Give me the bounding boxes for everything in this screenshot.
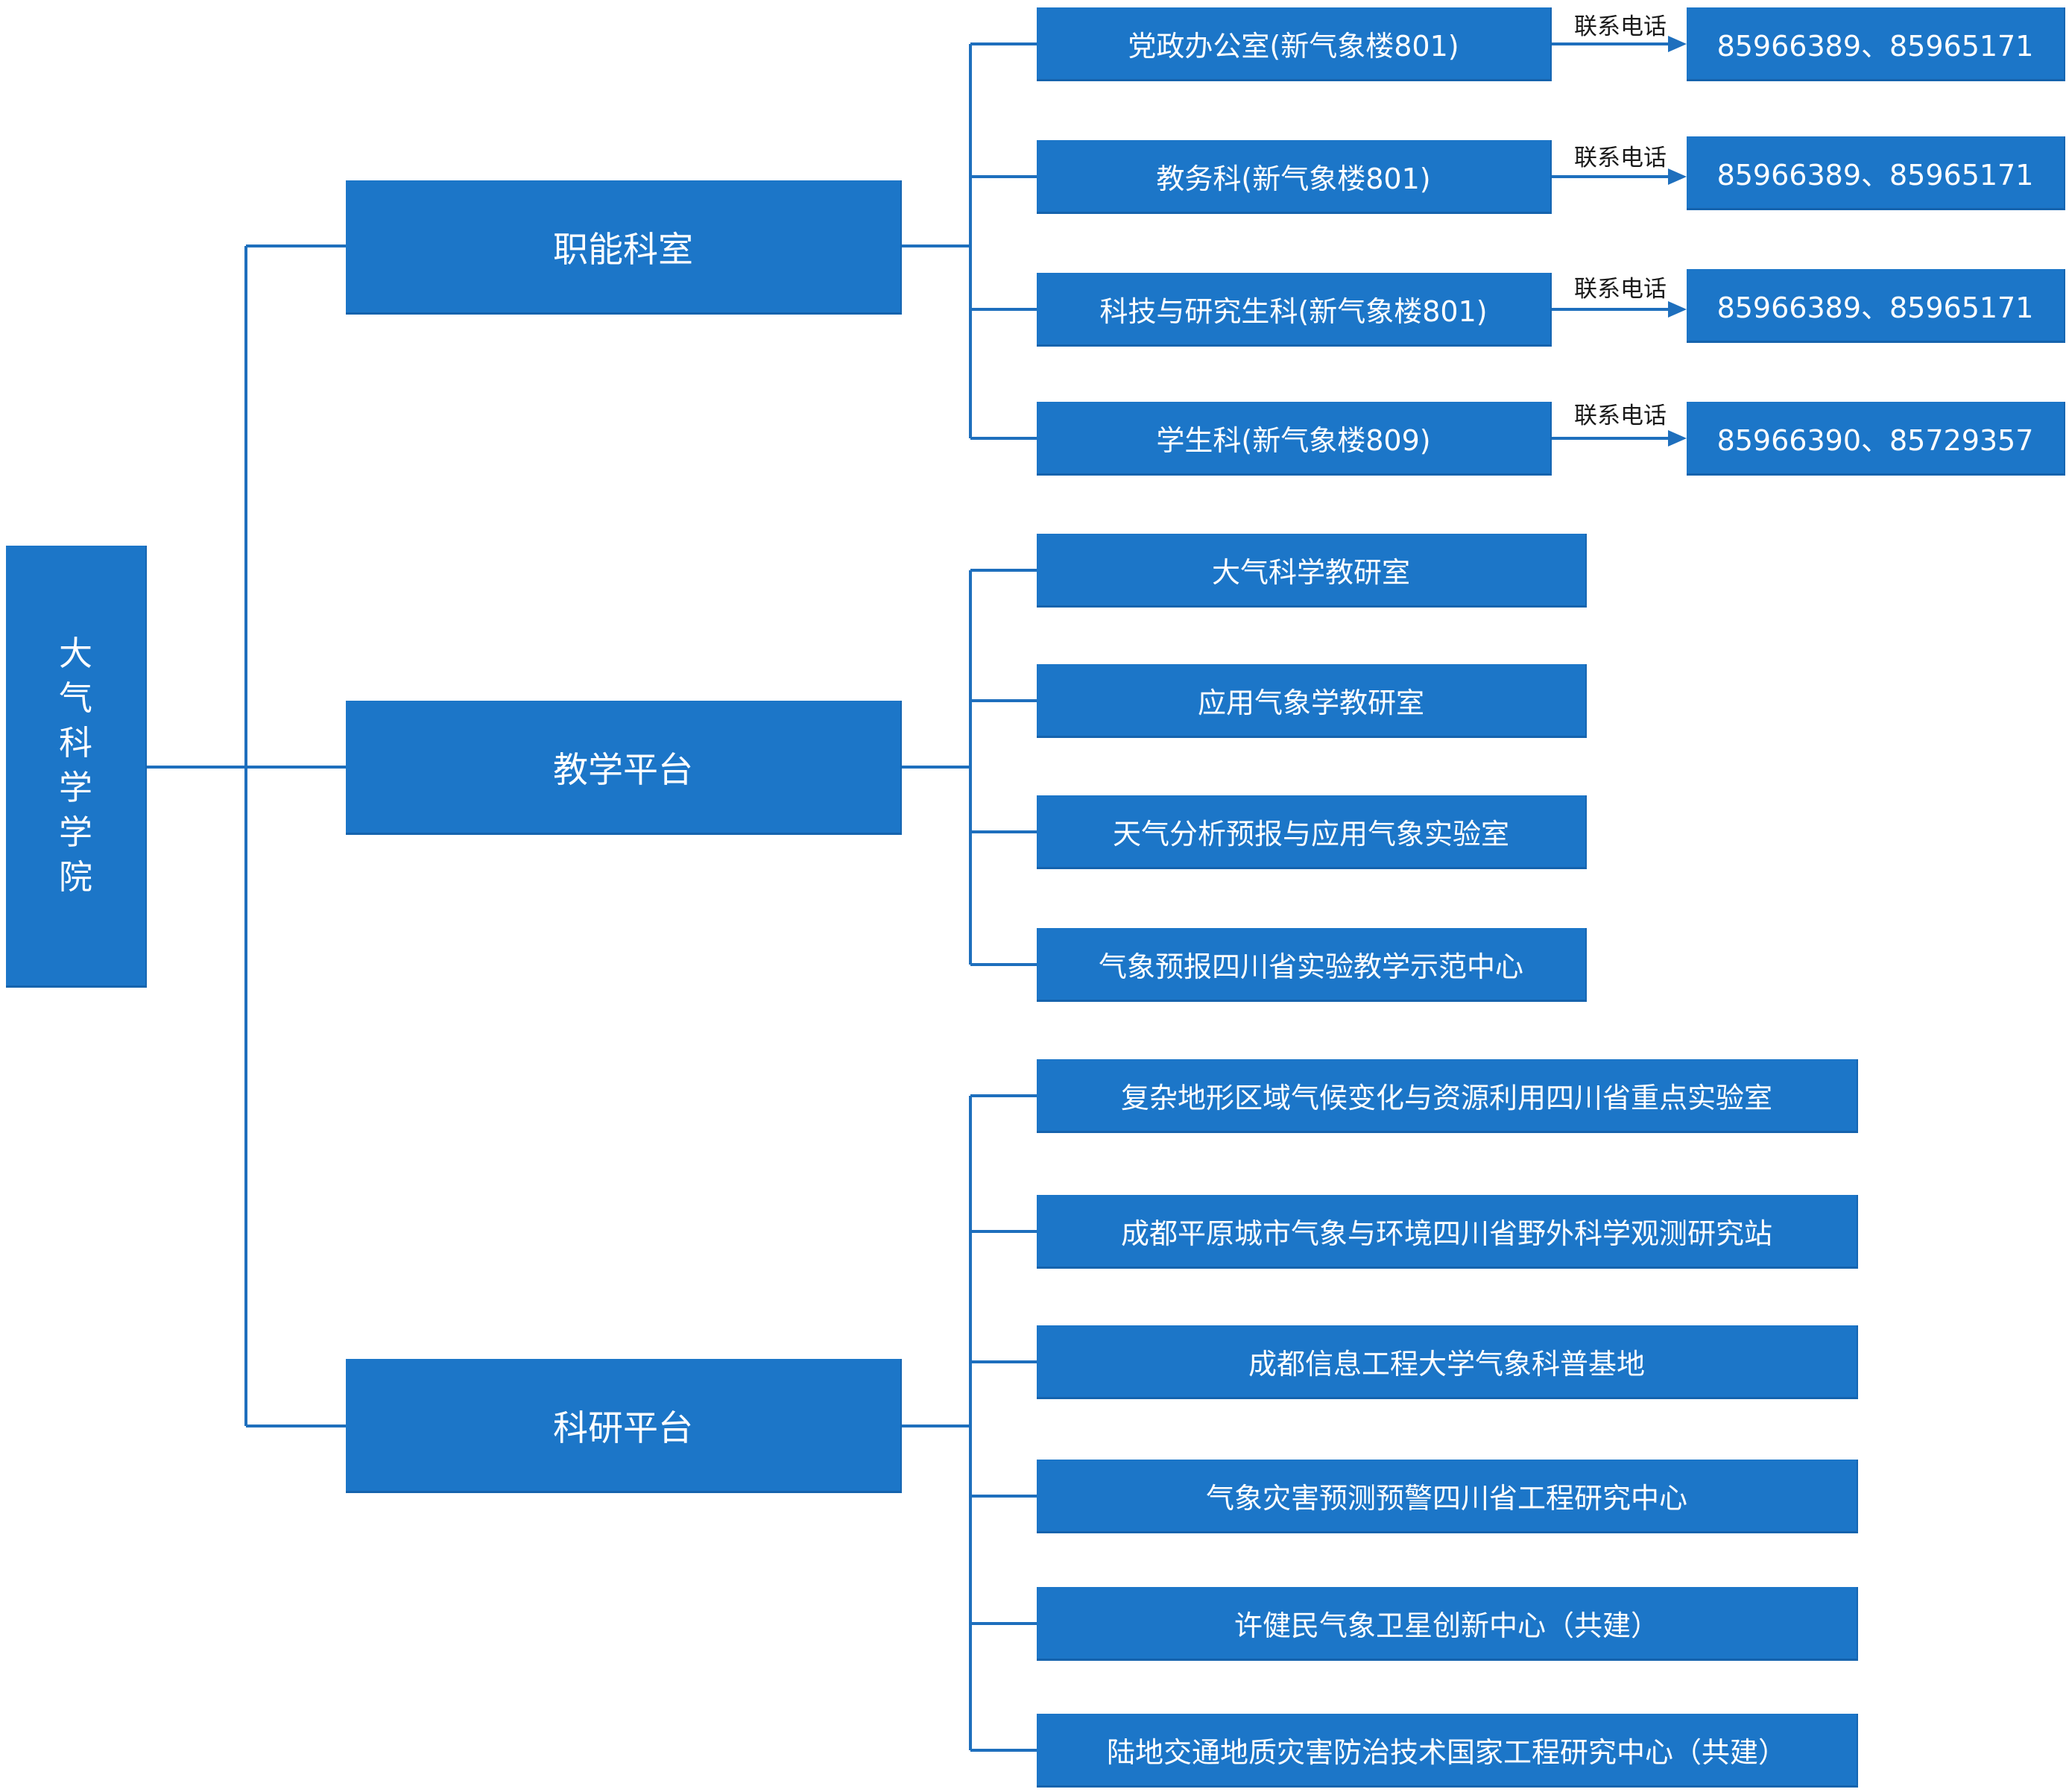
- office-item: 党政办公室(新气象楼801): [1037, 7, 1552, 81]
- root-char: 学: [58, 813, 92, 852]
- category-research-platform: 科研平台: [346, 1359, 902, 1493]
- research-item: 成都信息工程大学气象科普基地: [1037, 1325, 1858, 1399]
- phone-number: 85966389、85965171: [1687, 136, 2065, 210]
- category-functional-offices: 职能科室: [346, 180, 902, 315]
- root-char: 科: [58, 723, 92, 763]
- phone-connector-label: 联系电话: [1574, 403, 1667, 429]
- office-item: 教务科(新气象楼801): [1037, 140, 1552, 214]
- arrow-head-0: [1668, 36, 1687, 52]
- teaching-item: 天气分析预报与应用气象实验室: [1037, 795, 1587, 869]
- phone-number: 85966389、85965171: [1687, 269, 2065, 343]
- teaching-item: 应用气象学教研室: [1037, 664, 1587, 738]
- office-item: 科技与研究生科(新气象楼801): [1037, 273, 1552, 347]
- phone-number: 85966389、85965171: [1687, 7, 2065, 81]
- root-char: 学: [58, 768, 92, 807]
- research-item: 气象灾害预测预警四川省工程研究中心: [1037, 1460, 1858, 1533]
- arrow-head-3: [1668, 430, 1687, 447]
- root-char: 气: [58, 678, 92, 718]
- research-item: 陆地交通地质灾害防治技术国家工程研究中心（共建）: [1037, 1714, 1858, 1788]
- arrow-head-1: [1668, 168, 1687, 185]
- root-char: 大: [58, 634, 92, 673]
- arrow-head-2: [1668, 301, 1687, 318]
- phone-connector-label: 联系电话: [1574, 13, 1667, 40]
- teaching-item: 大气科学教研室: [1037, 534, 1587, 608]
- teaching-item: 气象预报四川省实验教学示范中心: [1037, 928, 1587, 1002]
- phone-connector-label: 联系电话: [1574, 145, 1667, 171]
- research-item: 复杂地形区域气候变化与资源利用四川省重点实验室: [1037, 1059, 1858, 1133]
- root-node: 大 气 科 学 学 院: [6, 546, 147, 988]
- category-teaching-platform: 教学平台: [346, 701, 902, 835]
- phone-number: 85966390、85729357: [1687, 402, 2065, 476]
- research-item: 许健民气象卫星创新中心（共建）: [1037, 1587, 1858, 1661]
- root-char: 院: [58, 857, 92, 897]
- phone-connector-label: 联系电话: [1574, 276, 1667, 303]
- research-item: 成都平原城市气象与环境四川省野外科学观测研究站: [1037, 1195, 1858, 1269]
- office-item: 学生科(新气象楼809): [1037, 402, 1552, 476]
